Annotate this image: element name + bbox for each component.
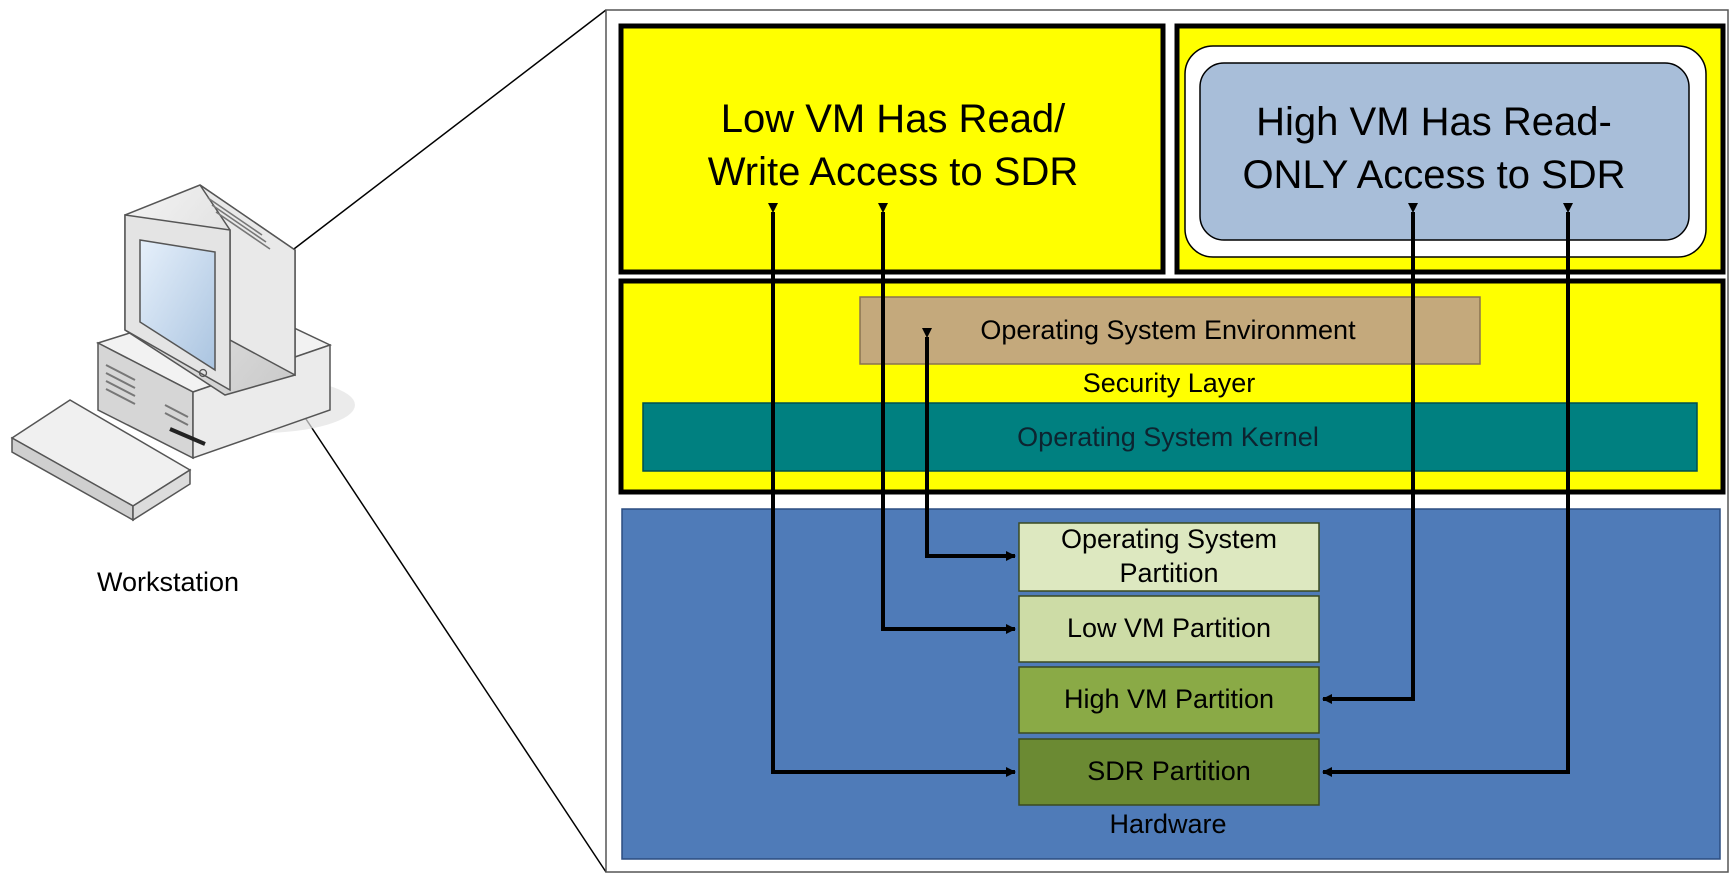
high-vm-label-line2: ONLY Access to SDR <box>1242 153 1625 197</box>
low-vm-partition <box>1018 595 1320 663</box>
os-partition-label-line2: Partition <box>1119 558 1218 588</box>
zoom-line-top <box>289 9 607 253</box>
workstation-icon <box>10 184 355 522</box>
workstation-label: Workstation <box>97 567 239 597</box>
high-vm-access-box <box>1199 62 1690 241</box>
high-vm-partition <box>1018 666 1320 734</box>
high-vm-partition-label: High VM Partition <box>1064 684 1274 714</box>
os-environment-label: Operating System Environment <box>980 315 1356 345</box>
os-kernel-label: Operating System Kernel <box>1017 422 1319 452</box>
low-vm-partition-label: Low VM Partition <box>1067 613 1271 643</box>
arrow-low-vm-to-low-partition <box>878 203 1016 634</box>
os-partition <box>1018 522 1320 592</box>
low-vm-label-line1: Low VM Has Read/ <box>721 97 1066 141</box>
arrow-high-vm-to-sdr <box>1322 203 1573 777</box>
arrow-low-vm-to-sdr <box>768 203 1016 777</box>
sdr-partition-label: SDR Partition <box>1087 756 1251 786</box>
arrow-os-env-to-os-partition <box>922 328 1016 561</box>
hardware-label: Hardware <box>1109 809 1226 839</box>
os-partition-label-line1: Operating System <box>1061 524 1277 554</box>
low-vm-label-line2: Write Access to SDR <box>708 150 1078 194</box>
zoom-line-bottom <box>299 409 607 873</box>
low-vm-box <box>618 23 1166 275</box>
security-layer-label: Security Layer <box>1083 368 1256 398</box>
sdr-partition <box>1018 738 1320 806</box>
high-vm-label-line1: High VM Has Read- <box>1256 100 1612 144</box>
